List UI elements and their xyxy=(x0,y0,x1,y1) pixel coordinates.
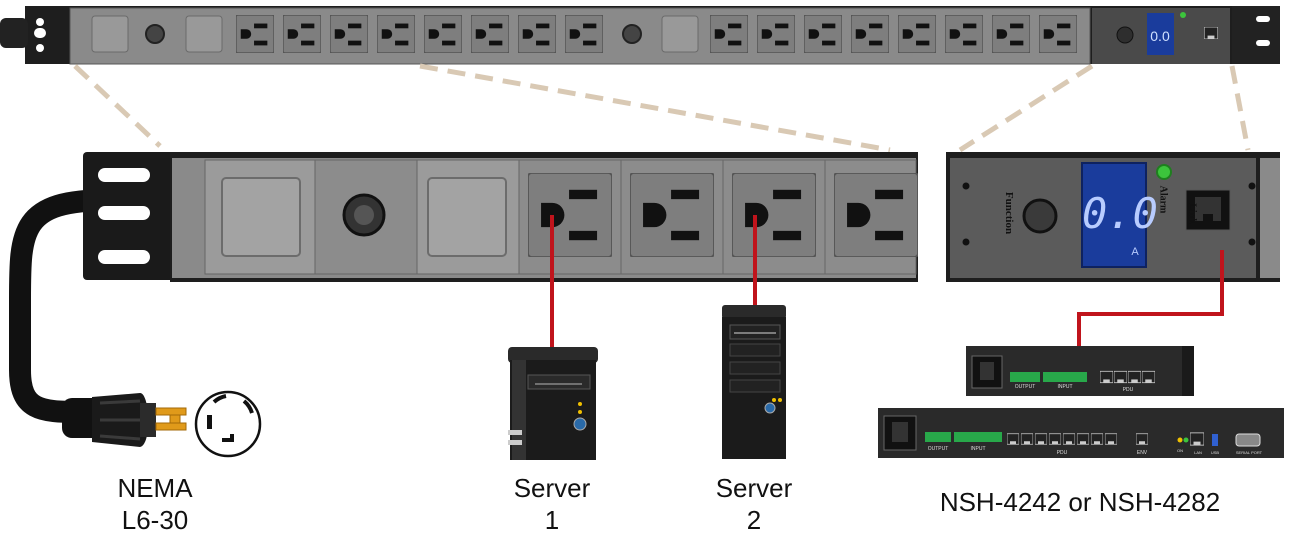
plug-caption: NEMA L6-30 xyxy=(100,472,210,536)
small-input-label: INPUT xyxy=(1057,384,1073,390)
power-cord xyxy=(9,189,121,423)
monitor-small xyxy=(966,346,1194,396)
function-label: Function xyxy=(1003,191,1015,235)
pdu-control-panel xyxy=(946,152,1280,282)
pdu-strip-top: 0.0 xyxy=(0,6,1280,65)
large-env-label: ENV xyxy=(1136,450,1148,456)
pdu-zoom-outlets xyxy=(83,152,918,282)
large-output-label: OUTPUT xyxy=(927,446,949,452)
server1-caption: Server 1 xyxy=(497,472,607,536)
large-pdu-label: PDU xyxy=(1056,450,1068,456)
current-display-value: 0.0 xyxy=(1082,189,1158,238)
link-label: Link xyxy=(1186,203,1198,224)
large-on-label: ON xyxy=(1177,448,1183,453)
plug-caption-line2: L6-30 xyxy=(121,505,189,535)
svg-text:0.0: 0.0 xyxy=(1150,28,1170,44)
small-pdu-label: PDU xyxy=(1122,387,1134,393)
small-output-label: OUTPUT xyxy=(1014,384,1036,390)
nema-receptacle-icon xyxy=(194,390,262,458)
large-lan-label: LAN xyxy=(1194,450,1202,455)
large-serial-label: SERIAL PORT xyxy=(1235,450,1263,455)
server2-caption-line2: 2 xyxy=(746,505,762,535)
zoom-dashes xyxy=(73,63,1251,153)
monitor-models-caption: NSH-4242 or NSH-4282 xyxy=(939,487,1221,517)
server1-caption-line1: Server xyxy=(513,473,591,503)
server-1 xyxy=(508,347,598,460)
server1-caption-line2: 1 xyxy=(544,505,560,535)
nema-plug xyxy=(62,393,187,447)
large-input-label: INPUT xyxy=(970,446,986,452)
server-2 xyxy=(722,305,786,459)
monitor-large xyxy=(878,408,1284,458)
large-usb-label: USB xyxy=(1210,450,1220,455)
server2-caption-line1: Server xyxy=(715,473,793,503)
plug-caption-line1: NEMA xyxy=(117,473,193,503)
current-display-unit: A xyxy=(1131,246,1139,258)
server2-caption: Server 2 xyxy=(699,472,809,536)
red-cables xyxy=(550,215,1224,347)
alarm-label: Alarm xyxy=(1157,185,1169,214)
